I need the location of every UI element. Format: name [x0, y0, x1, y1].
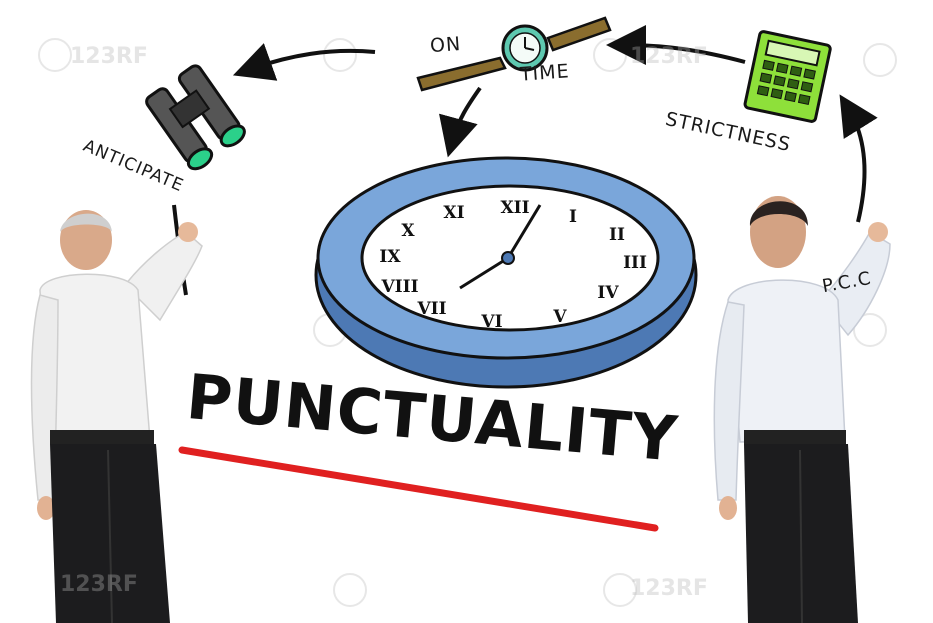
businessman-left — [30, 210, 203, 623]
label-time: TIME — [519, 60, 571, 86]
watch-icon — [416, 16, 612, 92]
headline-underline — [178, 446, 659, 532]
watermark-text: 123RF — [630, 576, 708, 601]
svg-text:IX: IX — [379, 247, 401, 267]
watermark-text: 123RF — [630, 44, 708, 69]
label-on: ON — [429, 32, 462, 58]
clock-icon: XII I II III IV V VI VII VIII IX X XI — [314, 156, 698, 389]
arrow-to-watch — [606, 25, 746, 66]
calculator-icon — [743, 30, 832, 123]
svg-text:IV: IV — [597, 283, 619, 303]
svg-text:V: V — [552, 307, 567, 327]
svg-text:VI: VI — [480, 312, 502, 332]
svg-text:VIII: VIII — [380, 277, 418, 297]
watermark-text: 123RF — [60, 572, 138, 597]
svg-text:XII: XII — [500, 198, 529, 218]
watermark-text: 123RF — [70, 44, 148, 69]
binoculars-icon — [145, 64, 246, 171]
arrow-to-calculator — [839, 94, 878, 223]
svg-text:XI: XI — [443, 203, 464, 223]
svg-text:III: III — [623, 253, 647, 273]
svg-text:X: X — [401, 221, 415, 241]
arrow-to-binoculars — [232, 43, 376, 81]
svg-text:I: I — [569, 207, 577, 227]
svg-text:VII: VII — [416, 299, 446, 319]
businessman-right — [713, 196, 891, 623]
svg-text:II: II — [609, 225, 625, 245]
arrow-to-clock — [439, 86, 482, 158]
